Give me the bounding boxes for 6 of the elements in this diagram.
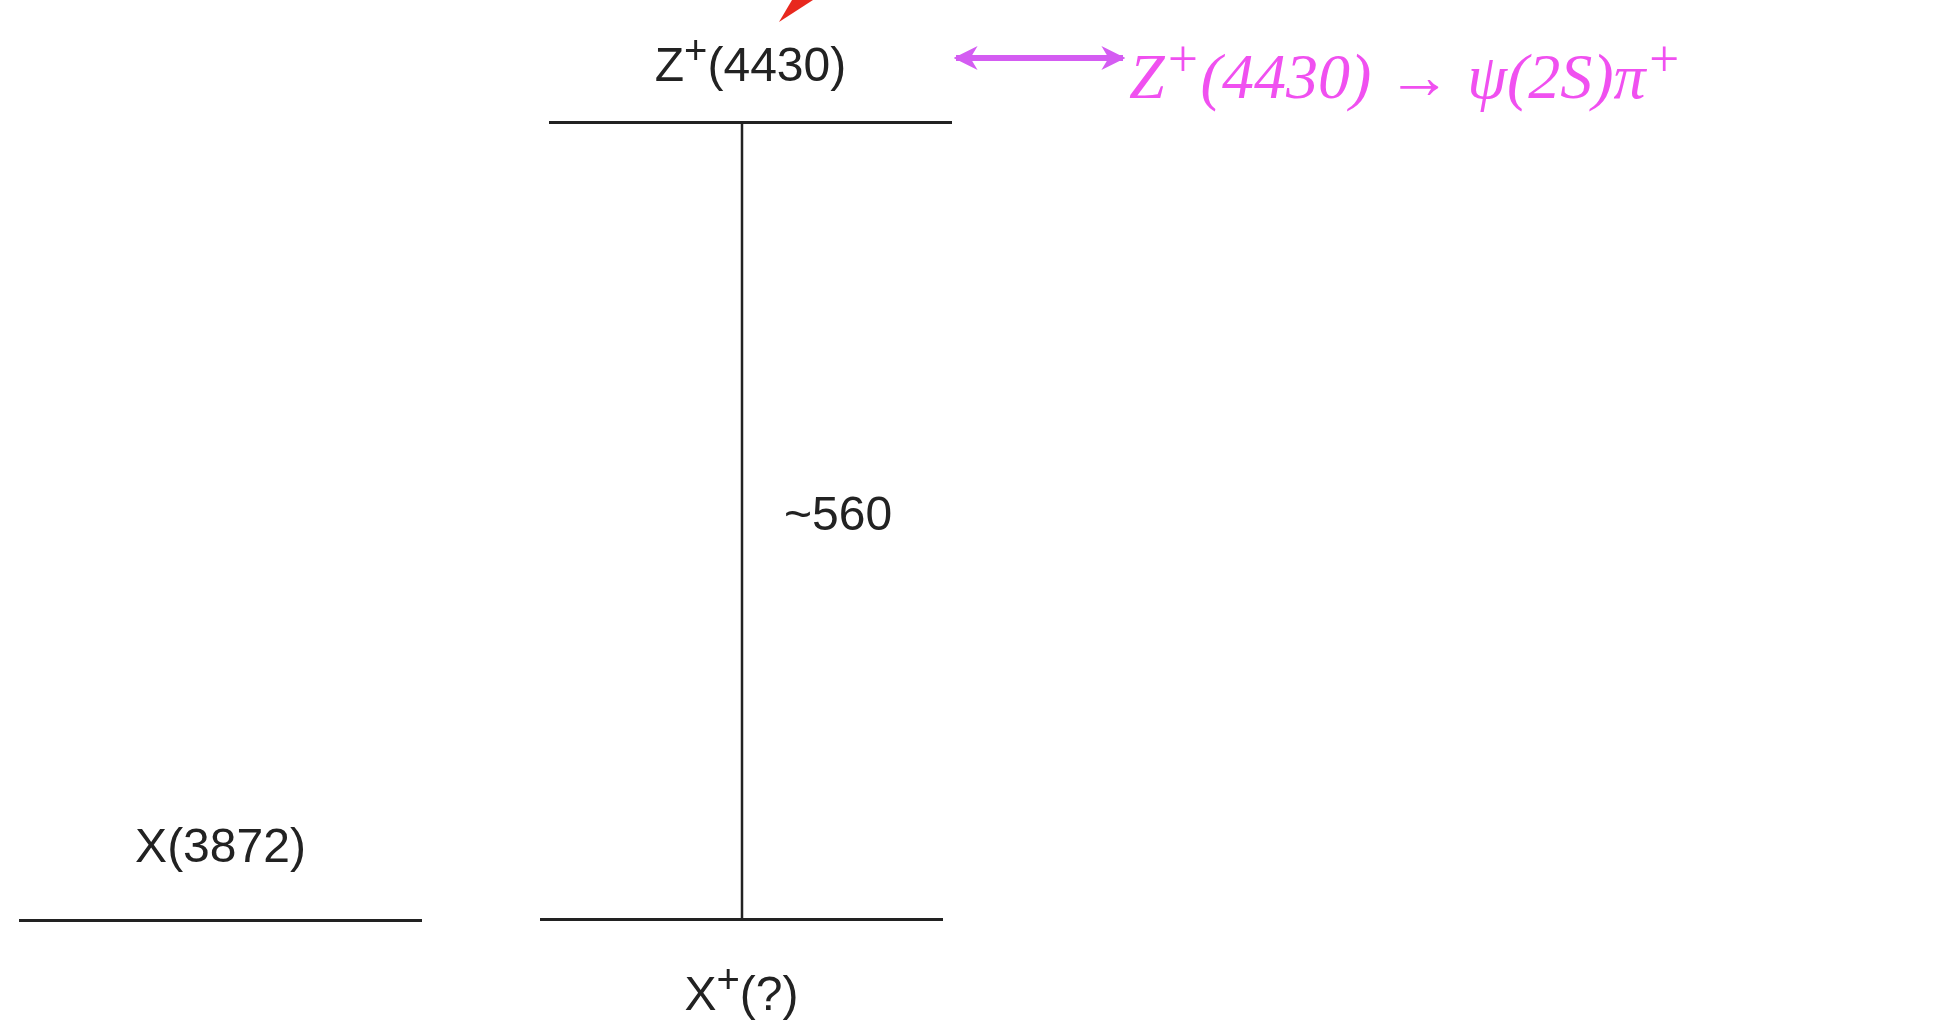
- double-arrow: [953, 46, 1126, 70]
- level-label: Z$^{+}$(4430): [654, 27, 847, 93]
- level-label: X$^{+}$(?): [684, 956, 799, 1022]
- level-label: X(3872): [135, 818, 306, 874]
- gap-label: ~560: [784, 486, 893, 542]
- decay-formula: Z$^{+}$(4430) → ψ(2S)π$^{+}$: [1129, 27, 1682, 115]
